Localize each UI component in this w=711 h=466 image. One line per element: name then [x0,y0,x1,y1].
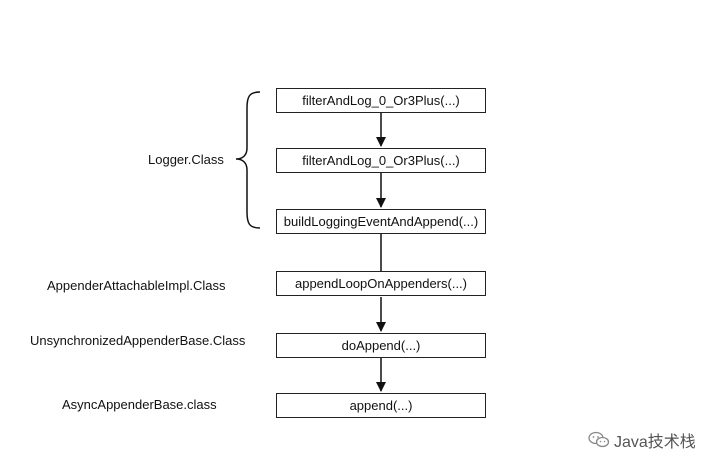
method-box-append-loop: appendLoopOnAppenders(...) [276,271,486,296]
label-appender-attachable-impl: AppenderAttachableImpl.Class [47,278,226,293]
watermark-text: Java技术栈 [614,434,696,451]
label-logger-class: Logger.Class [148,152,224,167]
method-box-filter-and-log-1: filterAndLog_0_Or3Plus(...) [276,88,486,113]
label-unsynchronized-appender-base: UnsynchronizedAppenderBase.Class [30,333,246,348]
method-box-build-logging-event: buildLoggingEventAndAppend(...) [276,209,486,234]
logger-brace [235,91,261,229]
watermark: Java技术栈 [588,428,696,452]
wechat-icon [588,431,610,449]
method-box-append: append(...) [276,393,486,418]
method-box-do-append: doAppend(...) [276,333,486,358]
method-box-filter-and-log-2: filterAndLog_0_Or3Plus(...) [276,148,486,173]
label-async-appender-base: AsyncAppenderBase.class [62,397,217,412]
